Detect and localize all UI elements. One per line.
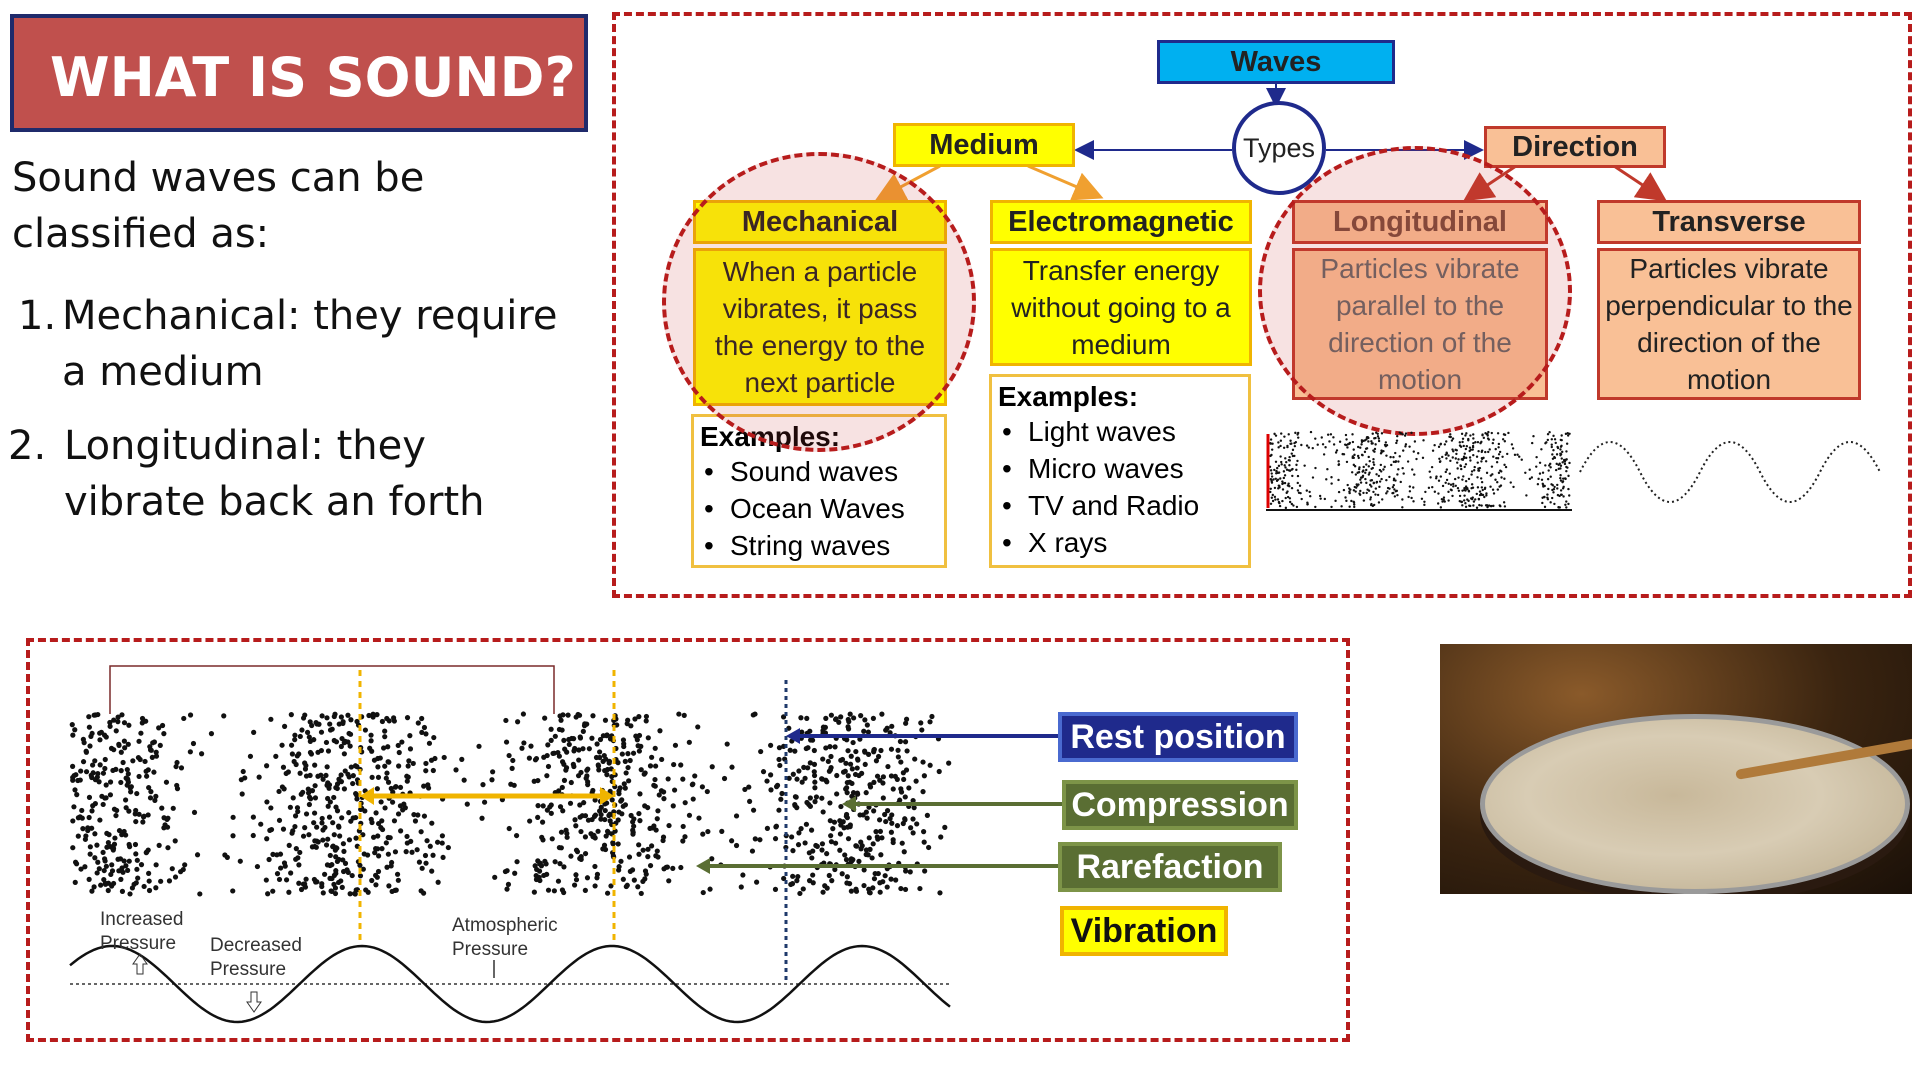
transverse-wave-line <box>1579 441 1881 503</box>
example-item: Sound waves <box>704 453 938 490</box>
decreased-pressure-label: Decreased Pressure <box>210 935 302 980</box>
increased-pressure-label: Increased Pressure <box>100 909 184 954</box>
pressure-wave <box>69 944 951 1024</box>
intro-text: Sound waves can be classified as: <box>12 155 425 257</box>
point-1: 1.Mechanical: they require a medium <box>18 288 588 400</box>
drum-photo <box>1440 644 1912 894</box>
vibration-label: Vibration <box>1060 906 1228 956</box>
wave-illustration <box>1266 430 1881 511</box>
electromagnetic-desc: Transfer energy without going to a mediu… <box>990 248 1252 366</box>
example-item: TV and Radio <box>1002 487 1242 524</box>
longitudinal-particles <box>1268 430 1571 510</box>
example-item: Micro waves <box>1002 450 1242 487</box>
point-1-num: 1. <box>18 293 57 339</box>
example-item: Light waves <box>1002 413 1242 450</box>
direction-node: Direction <box>1484 126 1666 168</box>
point-2: 2. Longitudinal: they vibrate back an for… <box>8 418 578 530</box>
compression-wave-diagram <box>69 665 952 1024</box>
rest-position-label: Rest position <box>1058 712 1298 762</box>
page-title: WHAT IS SOUND? <box>50 46 576 109</box>
transverse-title: Transverse <box>1597 200 1861 244</box>
rarefaction-label: Rarefaction <box>1058 842 1282 892</box>
longitudinal-highlight-circle <box>1258 146 1572 436</box>
wave-diagram-frame <box>26 638 1350 1042</box>
medium-node: Medium <box>893 123 1075 167</box>
wavelength-bracket <box>109 665 555 714</box>
point-2-text: Longitudinal: they vibrate back an forth <box>64 423 485 525</box>
em-examples-label: Examples: <box>998 381 1139 412</box>
transverse-desc: Particles vibrate perpendicular to the d… <box>1597 248 1861 400</box>
electromagnetic-title: Electromagnetic <box>990 200 1252 244</box>
electromagnetic-examples: Examples: Light wavesMicro wavesTV and R… <box>989 374 1251 568</box>
mechanical-examples: Examples: Sound wavesOcean WavesString w… <box>691 414 947 568</box>
compression-label: Compression <box>1062 780 1298 830</box>
waves-node: Waves <box>1157 40 1395 84</box>
example-item: X rays <box>1002 524 1242 561</box>
types-node: Types <box>1232 101 1326 195</box>
point-2-num: 2. <box>8 423 47 469</box>
mechanical-highlight-circle <box>662 152 976 452</box>
classification-frame <box>612 12 1912 598</box>
point-1-text: Mechanical: they require a medium <box>62 293 558 395</box>
example-item: String waves <box>704 527 938 564</box>
title-banner: WHAT IS SOUND? <box>10 14 588 132</box>
drum-head-icon <box>1480 714 1910 894</box>
example-item: Ocean Waves <box>704 490 938 527</box>
atmospheric-pressure-label: Atmospheric Pressure <box>452 915 558 960</box>
